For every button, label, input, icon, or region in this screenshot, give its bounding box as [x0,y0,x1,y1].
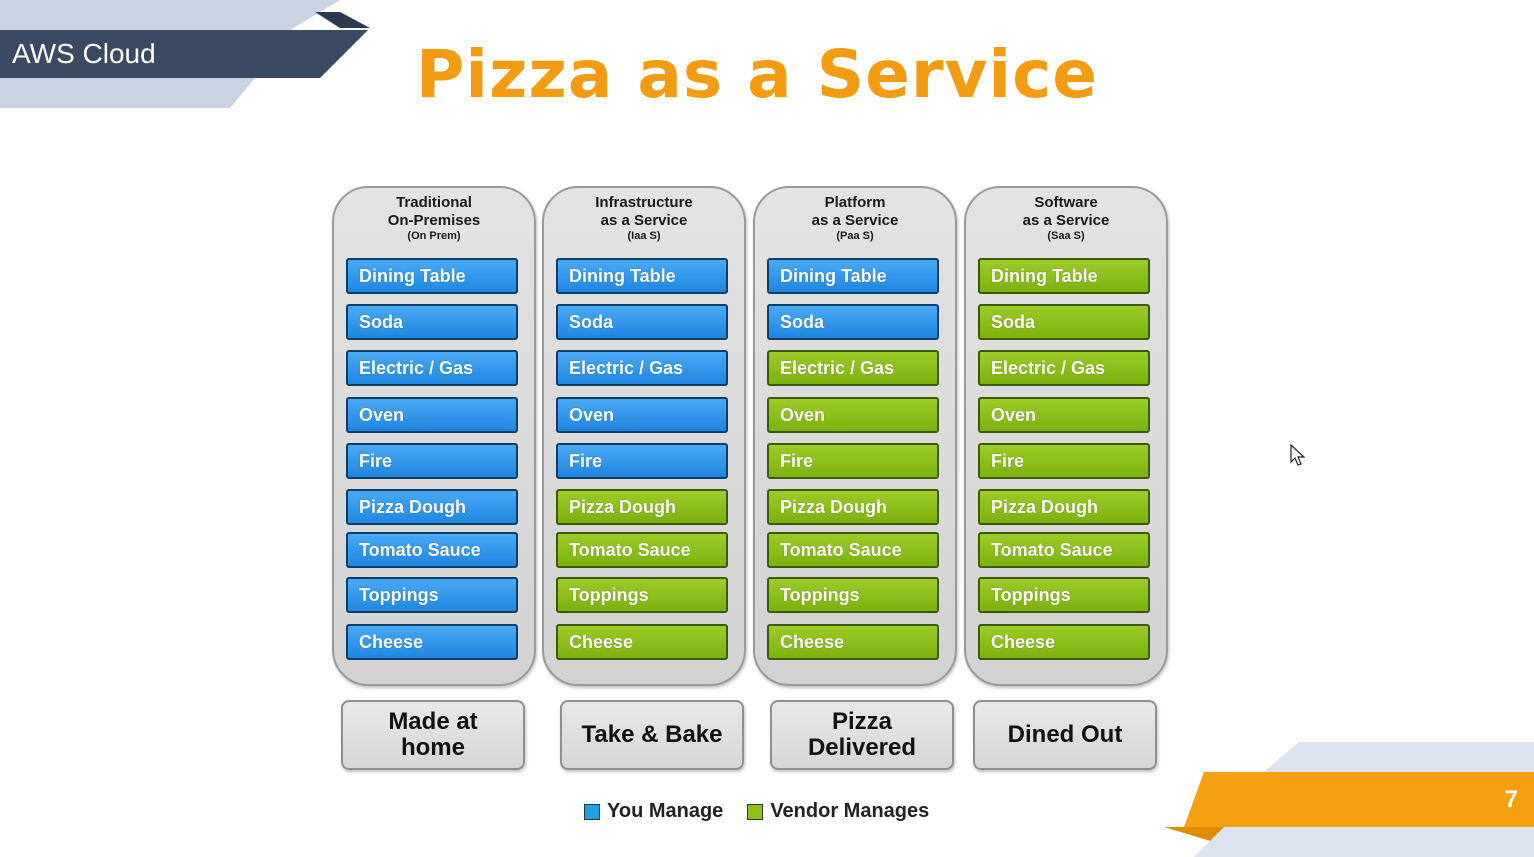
legend: You Manage Vendor Manages [584,800,953,823]
column-header-line: Traditional [396,194,472,211]
stack-layer: Dining Table [767,258,939,294]
stack-layer: Electric / Gas [346,350,518,386]
pizza-model-label: Take & Bake [560,700,744,770]
stack-layer: Oven [346,397,518,433]
page-number: 7 [1504,786,1518,813]
stack-layer: Soda [767,304,939,340]
column-header-line: (On Prem) [407,230,461,242]
stack-layer: Tomato Sauce [978,532,1150,568]
column-header-line: Platform [824,194,886,211]
stack-layer: Toppings [978,577,1150,613]
stack-layer: Pizza Dough [978,489,1150,525]
stack-layer: Tomato Sauce [346,532,518,568]
stack-layer: Fire [978,443,1150,479]
stack-layer: Electric / Gas [978,350,1150,386]
stack-layer: Toppings [346,577,518,613]
stack-layer: Toppings [767,577,939,613]
column-header-line: as a Service [600,212,688,229]
stack-layer: Oven [767,397,939,433]
stack-layer: Cheese [767,624,939,660]
legend-label-you: You Manage [607,800,724,822]
legend-swatch-vendor [747,803,764,820]
pizza-model-label: Pizza Delivered [770,700,954,770]
stack-layer: Tomato Sauce [556,532,728,568]
column-header-line: Infrastructure [595,194,693,211]
stack-layer: Electric / Gas [767,350,939,386]
stack-layer: Cheese [556,624,728,660]
stack-layer: Fire [556,443,728,479]
stack-layer: Pizza Dough [556,489,728,525]
stack-layer: Tomato Sauce [767,532,939,568]
stack-layer: Cheese [346,624,518,660]
brand-label: AWS Cloud [12,38,156,69]
legend-swatch-you [584,803,600,820]
pizza-model-label: Made at home [341,700,525,770]
stack-layer: Soda [346,304,518,340]
stack-layer: Pizza Dough [767,489,939,525]
stack-layer: Dining Table [978,258,1150,294]
column-header-line: (Saa S) [1047,230,1085,242]
column-header-line: (Iaa S) [627,230,661,242]
column-header-line: as a Service [1022,212,1110,229]
column-header-line: as a Service [811,212,899,229]
stack-layer: Dining Table [346,258,518,294]
stack-layer: Pizza Dough [346,489,518,525]
stack-layer: Oven [556,397,728,433]
column-header-line: On-Premises [387,212,481,229]
stack-layer: Soda [556,304,728,340]
stack-layer: Dining Table [556,258,728,294]
stack-layer: Electric / Gas [556,350,728,386]
header-banner-decoration [0,0,370,108]
footer-decoration [1164,742,1534,857]
stack-layer: Fire [346,443,518,479]
stack-layer: Soda [978,304,1150,340]
stack-layer: Oven [978,397,1150,433]
stack-layer: Toppings [556,577,728,613]
column-header-line: (Paa S) [836,230,874,242]
pizza-model-label: Dined Out [973,700,1157,770]
mouse-cursor-icon [1290,444,1306,466]
stack-layer: Fire [767,443,939,479]
page-title: Pizza as a Service [415,36,1099,113]
legend-label-vendor: Vendor Manages [770,800,930,822]
column-header-line: Software [1034,194,1098,211]
stack-layer: Cheese [978,624,1150,660]
